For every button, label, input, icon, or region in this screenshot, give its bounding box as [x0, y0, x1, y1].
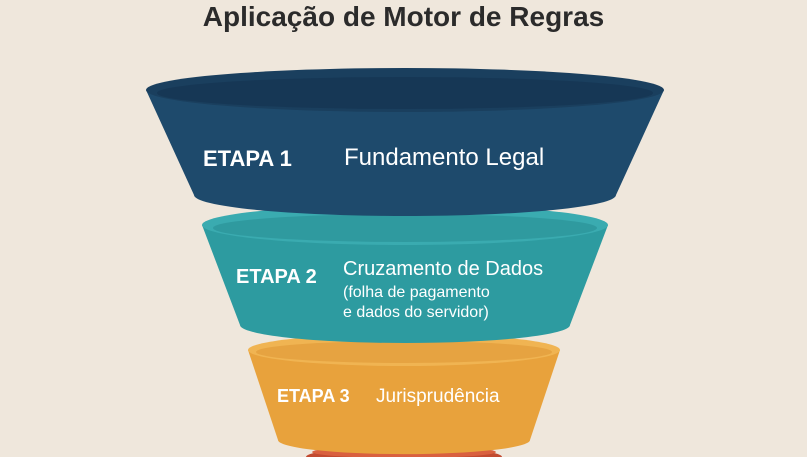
stage-2-title: Cruzamento de Dados: [343, 258, 544, 280]
stage-3-label: ETAPA 3: [277, 386, 350, 406]
funnel-stage-2: [202, 205, 608, 343]
stage-1-title: Fundamento Legal: [344, 144, 545, 171]
stage-1-label: ETAPA 1: [203, 146, 292, 171]
funnel-stage-1: [146, 68, 664, 216]
stage-2-label: ETAPA 2: [236, 266, 317, 288]
stage-2-detail-line1: (folha de pagamento: [343, 284, 490, 301]
diagram-title: Aplicação de Motor de Regras: [202, 1, 605, 32]
funnel-stage-3: [248, 334, 560, 455]
stage-2-detail-line2: e dados do servidor): [343, 304, 489, 321]
stage-3-title: Jurisprudência: [376, 386, 500, 407]
